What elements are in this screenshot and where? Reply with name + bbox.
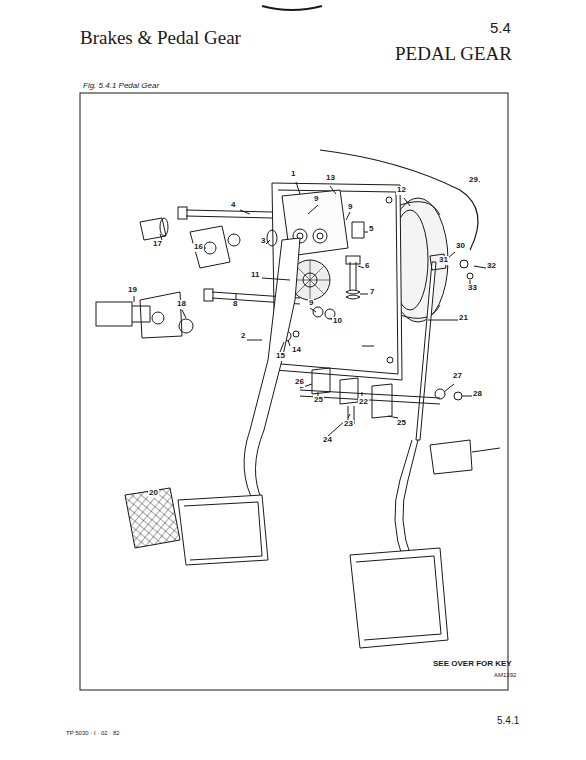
callout-number: 24 xyxy=(322,436,333,445)
callout-number: 26 xyxy=(294,378,305,387)
callout-number: 3 xyxy=(260,237,266,246)
callout-number: 25 xyxy=(313,396,324,405)
callout-number: 1 xyxy=(290,170,296,179)
callout-number: 33 xyxy=(467,284,478,293)
footer-code: TP 5030 · I · 02 · 82 xyxy=(66,730,120,737)
callout-number: 22 xyxy=(358,398,369,407)
note: SEE OVER FOR KEY xyxy=(433,660,512,669)
callout-number: 27 xyxy=(452,372,463,381)
callout-number: 11 xyxy=(250,271,260,280)
callout-number: 12 xyxy=(396,186,407,195)
callout-number: 9 xyxy=(308,299,314,308)
callout-number: 17 xyxy=(152,240,163,249)
callout-number: 21 xyxy=(458,314,469,323)
callout-number: 25 xyxy=(396,419,407,428)
callout-number: 28 xyxy=(472,390,483,399)
callout-number: 14 xyxy=(291,346,302,355)
callout-number: 20 xyxy=(148,489,159,498)
callout-number: 31 xyxy=(438,256,449,265)
callout-number: 9 xyxy=(313,195,319,204)
callout-number: 2 xyxy=(240,332,246,341)
callout-number: 30 xyxy=(455,242,466,251)
callout-number: 13 xyxy=(325,174,336,183)
callout-number: 29 xyxy=(468,176,479,185)
callout-number: 4 xyxy=(230,201,236,210)
callout-number: 6 xyxy=(364,262,370,271)
callout-number: 19 xyxy=(127,286,138,295)
callout-number: 10 xyxy=(332,317,343,326)
section-number: 5.4 xyxy=(490,20,511,37)
page-heading: Brakes & Pedal Gear xyxy=(80,28,241,49)
page-number: 5.4.1 xyxy=(497,715,519,726)
callout-number: 8 xyxy=(232,300,238,309)
callout-number: 7 xyxy=(369,288,375,297)
callout-number: 18 xyxy=(176,300,187,309)
callout-number: 5 xyxy=(368,225,374,234)
callout-number: 16 xyxy=(193,243,204,252)
callout-number: 32 xyxy=(486,262,497,271)
callout-number: 15 xyxy=(275,352,286,361)
figure-caption: Fig. 5.4.1 Pedal Gear xyxy=(83,82,159,91)
section-title: PEDAL GEAR xyxy=(395,44,512,65)
drawing-number: AM1392 xyxy=(494,672,516,679)
callout-number: 23 xyxy=(343,420,354,429)
callout-number: 9 xyxy=(347,203,353,212)
